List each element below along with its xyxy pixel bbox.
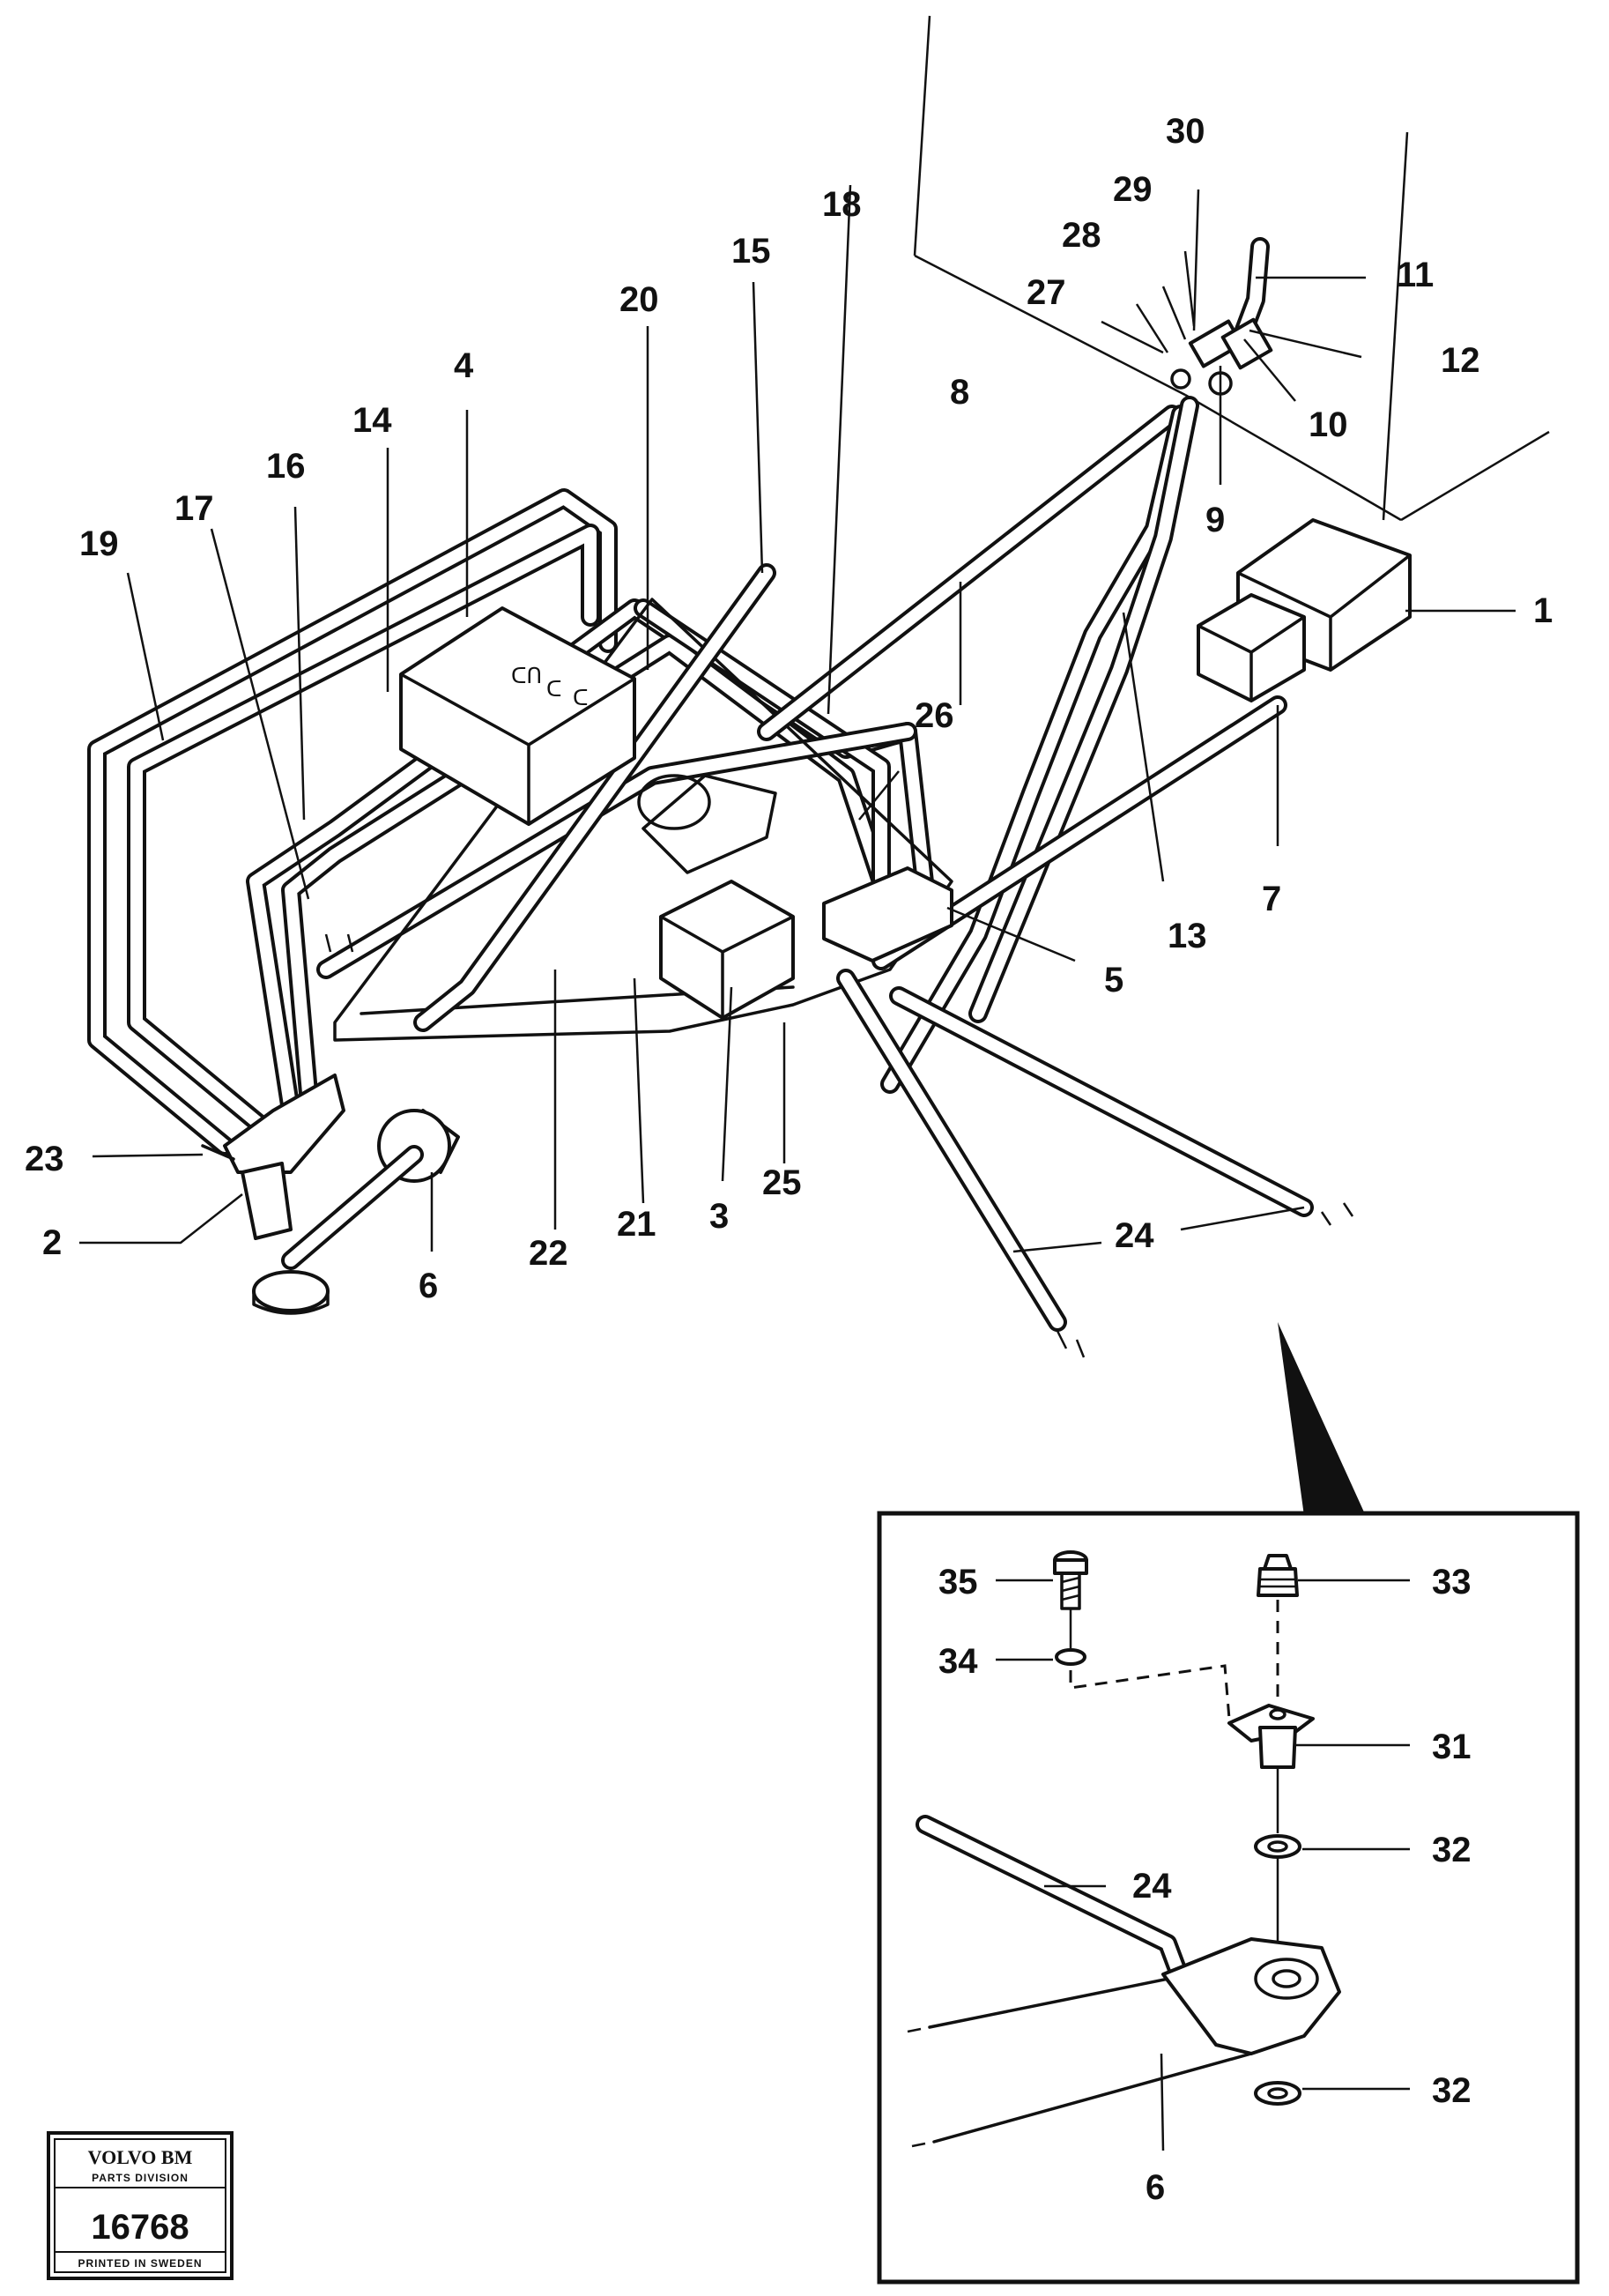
detail-callout-6: 6 bbox=[1146, 2168, 1165, 2207]
tube-frame bbox=[87, 488, 935, 1155]
break-mark bbox=[1056, 1330, 1086, 1358]
cylinder-26 bbox=[637, 774, 777, 874]
tube-24 bbox=[836, 969, 1314, 1332]
detail-callout-31: 31 bbox=[1432, 1728, 1472, 1766]
callout-28: 28 bbox=[1062, 216, 1101, 255]
division-name: PARTS DIVISION bbox=[92, 2172, 189, 2184]
callout-8: 8 bbox=[950, 373, 969, 412]
callout-4: 4 bbox=[454, 346, 474, 385]
detail-pointer bbox=[1278, 1322, 1366, 1516]
washer-34 bbox=[1055, 1648, 1086, 1666]
washer-32-lower bbox=[1254, 2081, 1301, 2106]
callout-2: 2 bbox=[42, 1223, 62, 1262]
volvo-bm-stamp: VOLVO BM PARTS DIVISION 16768 PRINTED IN… bbox=[47, 2131, 234, 2280]
callout-18: 18 bbox=[822, 185, 862, 224]
tube-24-detail bbox=[916, 1815, 1190, 1988]
detail-callout-33: 33 bbox=[1432, 1563, 1472, 1601]
detail-callout-32-lower: 32 bbox=[1432, 2071, 1472, 2110]
detail-callout-34: 34 bbox=[938, 1642, 978, 1681]
valve-block-4: ᑕᑎ ᑕ ᑕ bbox=[399, 606, 636, 826]
svg-text:ᑕ: ᑕ bbox=[546, 678, 562, 702]
callout-27: 27 bbox=[1027, 273, 1066, 312]
svg-text:ᑕᑎ: ᑕᑎ bbox=[511, 665, 542, 688]
brand-name: VOLVO BM bbox=[88, 2146, 193, 2168]
detail-frame bbox=[877, 1511, 1580, 2285]
leader-lines bbox=[79, 184, 1516, 1253]
break-mark bbox=[324, 933, 354, 953]
callout-1: 1 bbox=[1533, 591, 1553, 630]
callout-7: 7 bbox=[1262, 880, 1281, 918]
callout-15: 15 bbox=[731, 232, 771, 271]
callout-22: 22 bbox=[529, 1234, 568, 1273]
callout-30: 30 bbox=[1166, 112, 1205, 151]
detail-callout-24: 24 bbox=[1132, 1867, 1172, 1906]
callout-17: 17 bbox=[174, 489, 214, 528]
screw-35 bbox=[1053, 1550, 1088, 1648]
assembly-path bbox=[1069, 1664, 1231, 1720]
callout-19: 19 bbox=[79, 524, 119, 563]
valve-block-1 bbox=[1197, 518, 1412, 702]
callout-25: 25 bbox=[762, 1163, 802, 1202]
callout-21: 21 bbox=[617, 1205, 656, 1244]
detail-callout-32-upper: 32 bbox=[1432, 1831, 1472, 1869]
callout-5: 5 bbox=[1104, 961, 1123, 999]
detail-inset: 35 33 34 31 32 24 32 6 bbox=[877, 1511, 1580, 2285]
drawing-number: 16768 bbox=[91, 2208, 189, 2247]
cylinder-6-detail bbox=[907, 1937, 1341, 2148]
bracket-31 bbox=[1227, 1704, 1315, 1833]
detail-callout-35: 35 bbox=[938, 1563, 978, 1601]
callout-11: 11 bbox=[1397, 256, 1434, 294]
washer-32-upper bbox=[1254, 1834, 1301, 1859]
callout-20: 20 bbox=[619, 280, 659, 319]
block-5 bbox=[822, 866, 953, 962]
detail-callouts: 35 33 34 31 32 24 32 6 bbox=[938, 1563, 1472, 2207]
svg-text:ᑕ: ᑕ bbox=[573, 687, 589, 710]
callout-16: 16 bbox=[266, 447, 306, 486]
callout-6: 6 bbox=[419, 1267, 438, 1305]
callout-29: 29 bbox=[1113, 170, 1153, 209]
callout-3: 3 bbox=[709, 1197, 729, 1236]
break-mark bbox=[1320, 1202, 1354, 1226]
callout-12: 12 bbox=[1441, 341, 1480, 380]
callout-labels: 1 2 3 4 5 6 7 8 9 10 11 12 13 14 15 16 1… bbox=[25, 112, 1553, 1305]
valve-block-3 bbox=[659, 880, 795, 1020]
main-assembly: ᑕᑎ ᑕ ᑕ bbox=[25, 15, 1553, 1358]
reference-line bbox=[914, 254, 1186, 397]
callout-23: 23 bbox=[25, 1140, 64, 1178]
callout-14: 14 bbox=[352, 401, 392, 440]
printed-note: PRINTED IN SWEDEN bbox=[78, 2257, 202, 2270]
reference-line bbox=[1382, 131, 1409, 521]
lever-assembly bbox=[201, 1074, 460, 1315]
grease-nipple-33 bbox=[1257, 1554, 1299, 1705]
reference-line bbox=[913, 15, 931, 256]
callout-24: 24 bbox=[1115, 1216, 1154, 1255]
callout-10: 10 bbox=[1309, 405, 1348, 444]
callout-13: 13 bbox=[1168, 917, 1207, 955]
detail-leader-lines bbox=[996, 1579, 1410, 2151]
callout-26: 26 bbox=[915, 696, 954, 735]
reference-line bbox=[1400, 430, 1550, 522]
callout-9: 9 bbox=[1205, 501, 1225, 539]
